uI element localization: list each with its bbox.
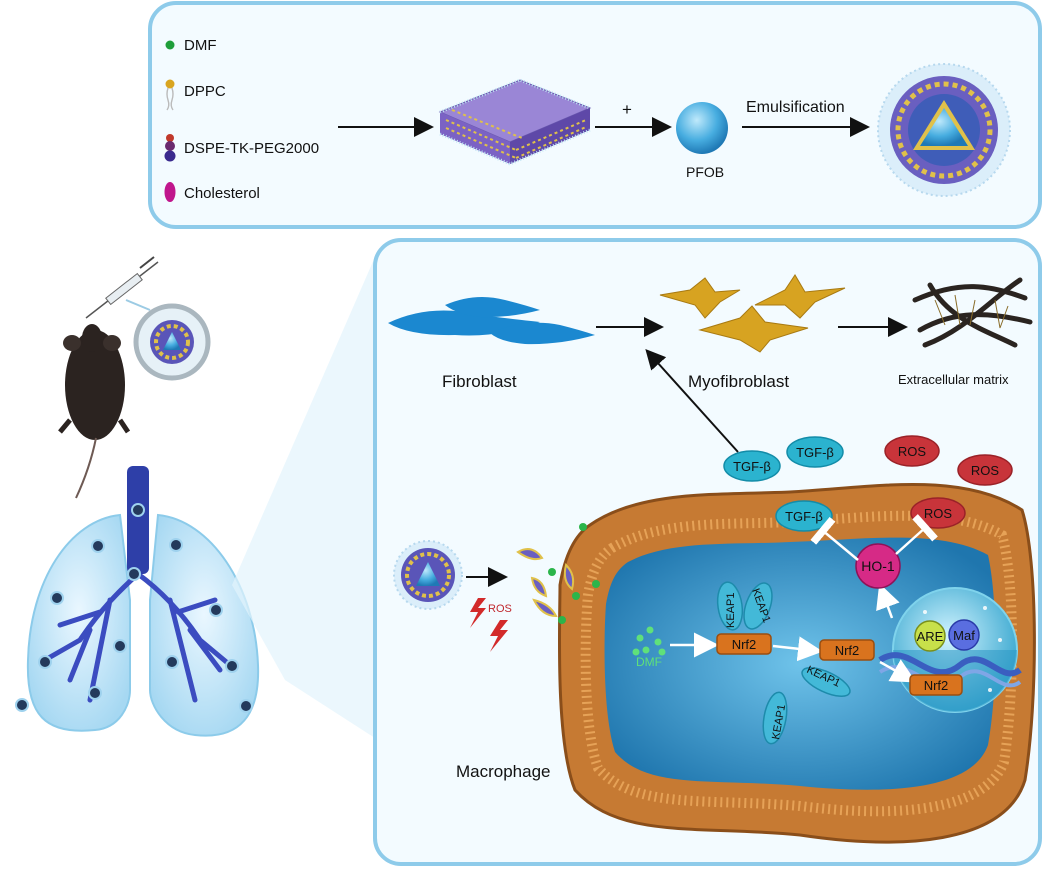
legend-label-dspe: DSPE-TK-PEG2000 — [184, 140, 319, 157]
myofibroblast-label: Myofibroblast — [688, 372, 789, 391]
zoom-wedge — [232, 250, 378, 740]
lightning-icon — [470, 598, 508, 652]
arrow-nrf2-translocate — [772, 636, 823, 662]
lipid-bilayer-stack — [438, 78, 592, 166]
cell-panel: Fibroblast Myofibroblast Extracellular m… — [373, 238, 1042, 866]
dna-strand — [878, 652, 1022, 677]
nanoemulsion-particle — [877, 63, 1011, 197]
lung-nanoparticle-dots — [15, 503, 253, 713]
ros-trigger-label: ROS — [488, 603, 512, 615]
dmf-label: DMF — [636, 655, 662, 669]
emulsification-label: Emulsification — [746, 99, 845, 116]
ros-text-2: ROS — [971, 463, 1000, 478]
nanoparticle-fragments — [516, 548, 575, 618]
ecm-fine-fibers — [934, 294, 1009, 329]
legend: DMF DPPC DSPE-TK-PEG2000 Cholesterol — [164, 37, 319, 202]
keap1-complex: KEAP1 KEAP1 — [716, 581, 773, 631]
tgfb-text-3: TGF-β — [785, 509, 823, 524]
phospholipid-icon — [165, 79, 175, 111]
secreted-ros-1: ROS — [884, 435, 940, 467]
nrf2-text-1: Nrf2 — [732, 637, 757, 652]
syringe-icon — [85, 256, 159, 319]
fibroblast-label: Fibroblast — [442, 372, 517, 391]
keap1-text-1: KEAP1 — [725, 593, 737, 628]
membrane-tgfb: TGF-β — [775, 500, 833, 532]
myofibroblast-cells — [659, 274, 846, 353]
lungs — [15, 466, 260, 737]
ros-text-1: ROS — [898, 444, 927, 459]
legend-label-dmf: DMF — [184, 37, 217, 54]
arrow-nucleus-to-ho1 — [876, 583, 900, 619]
ho1-text: HO-1 — [861, 558, 895, 574]
nrf2-box-1: Nrf2 — [716, 633, 772, 655]
are-text: ARE — [917, 629, 944, 644]
green-dot-icon — [165, 40, 175, 50]
are-element: ARE — [914, 620, 946, 652]
peg-lipid-icon — [164, 134, 176, 162]
ecm-label: Extracellular matrix — [898, 372, 1009, 387]
bronchial-tree — [42, 571, 233, 703]
nrf2-text-2: Nrf2 — [835, 643, 860, 658]
ecm-fibers — [912, 277, 1033, 348]
pfob-droplet — [676, 102, 728, 154]
fibroblast-cells — [388, 296, 595, 345]
secreted-ros-2: ROS — [957, 454, 1013, 486]
left-lung — [26, 513, 131, 732]
arrow-tgfb-to-fibroblast — [645, 349, 739, 453]
inhibit-ros — [895, 514, 938, 555]
mouse-injection — [58, 256, 211, 499]
ho1-protein: HO-1 — [855, 543, 901, 589]
legend-label-cholesterol: Cholesterol — [184, 185, 260, 202]
dmf-cluster — [632, 626, 666, 656]
membrane-ros: ROS — [910, 497, 966, 529]
trachea — [127, 466, 149, 574]
nrf2-box-2: Nrf2 — [819, 639, 875, 661]
nrf2-box-3: Nrf2 — [909, 674, 963, 696]
secreted-tgfb-1: TGF-β — [723, 450, 781, 482]
ros-text-3: ROS — [924, 506, 953, 521]
secreted-tgfb-2: TGF-β — [786, 436, 844, 468]
maf-text: Maf — [953, 628, 975, 643]
inhibit-tgfb — [810, 516, 859, 561]
synthesis-panel-frame — [148, 1, 1042, 229]
legend-label-dppc: DPPC — [184, 83, 226, 100]
tgfb-text-1: TGF-β — [733, 459, 771, 474]
pfob-label: PFOB — [686, 164, 724, 180]
synthesis-panel: DMF DPPC DSPE-TK-PEG2000 Cholesterol — [148, 1, 1042, 229]
maf-protein: Maf — [948, 619, 980, 651]
incoming-nanoparticle — [393, 540, 463, 610]
cholesterol-ellipse-icon — [164, 182, 176, 202]
nrf2-text-3: Nrf2 — [924, 678, 949, 693]
tgfb-text-2: TGF-β — [796, 445, 834, 460]
mouse-icon — [58, 324, 131, 499]
plus-sign: + — [622, 100, 632, 119]
arrow-nrf2-to-nucleus — [879, 659, 917, 683]
macrophage-label: Macrophage — [456, 762, 551, 781]
released-dmf-dots — [548, 523, 600, 624]
